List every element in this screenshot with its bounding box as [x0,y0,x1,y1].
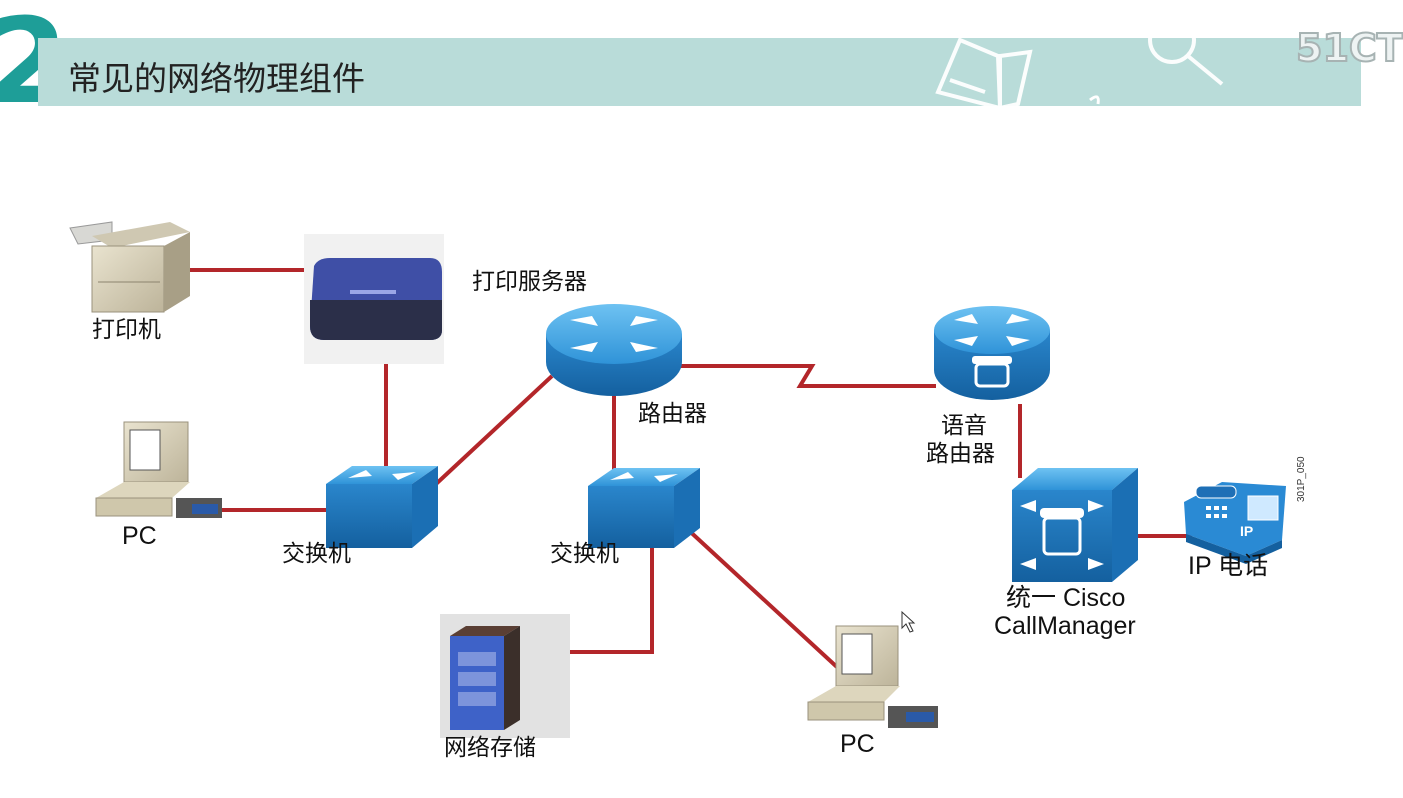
label-callmanager-line1: 统一 Cisco [1006,584,1126,612]
cursor-icon [901,610,916,633]
label-pc-left: PC [122,522,157,550]
link-switch-router [434,374,554,486]
label-switch-middle: 交换机 [550,541,619,567]
links [186,268,1192,670]
switch-icon-middle [588,468,700,548]
label-switch-left: 交换机 [282,541,351,567]
storage-icon [440,614,570,738]
printer-icon [69,221,190,313]
network-diagram: IP [69,16,1286,738]
label-ip-phone: IP 电话 [1188,552,1269,580]
switch-icon-left [326,466,438,548]
label-print-server: 打印服务器 [472,269,587,295]
page-title: 常见的网络物理组件 [68,59,365,98]
link-switch2-storage [566,540,654,654]
label-printer: 打印机 [92,317,161,343]
pc-icon-left [95,421,222,518]
router-icon [546,304,682,396]
label-router: 路由器 [638,401,707,427]
title-band [38,38,1361,106]
figure-id: 301P_050 [1296,456,1307,502]
label-network-storage: 网络存储 [444,735,536,761]
decor-squiggle [1089,95,1100,105]
label-voice-router-line1: 语音 [941,413,987,439]
link-switch2-pcbottom [682,524,840,670]
book-icon [935,37,1033,111]
watermark-logo: 51CT [1295,25,1403,71]
label-voice-router-line2: 路由器 [926,441,995,467]
print-server-icon [304,234,444,364]
link-router-voicerouter [672,364,936,388]
callmanager-icon [1012,468,1138,582]
svg-text:IP: IP [1240,523,1253,539]
label-callmanager-line2: CallManager [994,612,1136,640]
label-pc-bottom: PC [840,730,875,758]
pc-icon-bottom [807,625,938,728]
magnifier-icon [1148,16,1224,86]
voice-router-icon [934,306,1050,400]
ip-phone-icon: IP [1184,482,1286,564]
